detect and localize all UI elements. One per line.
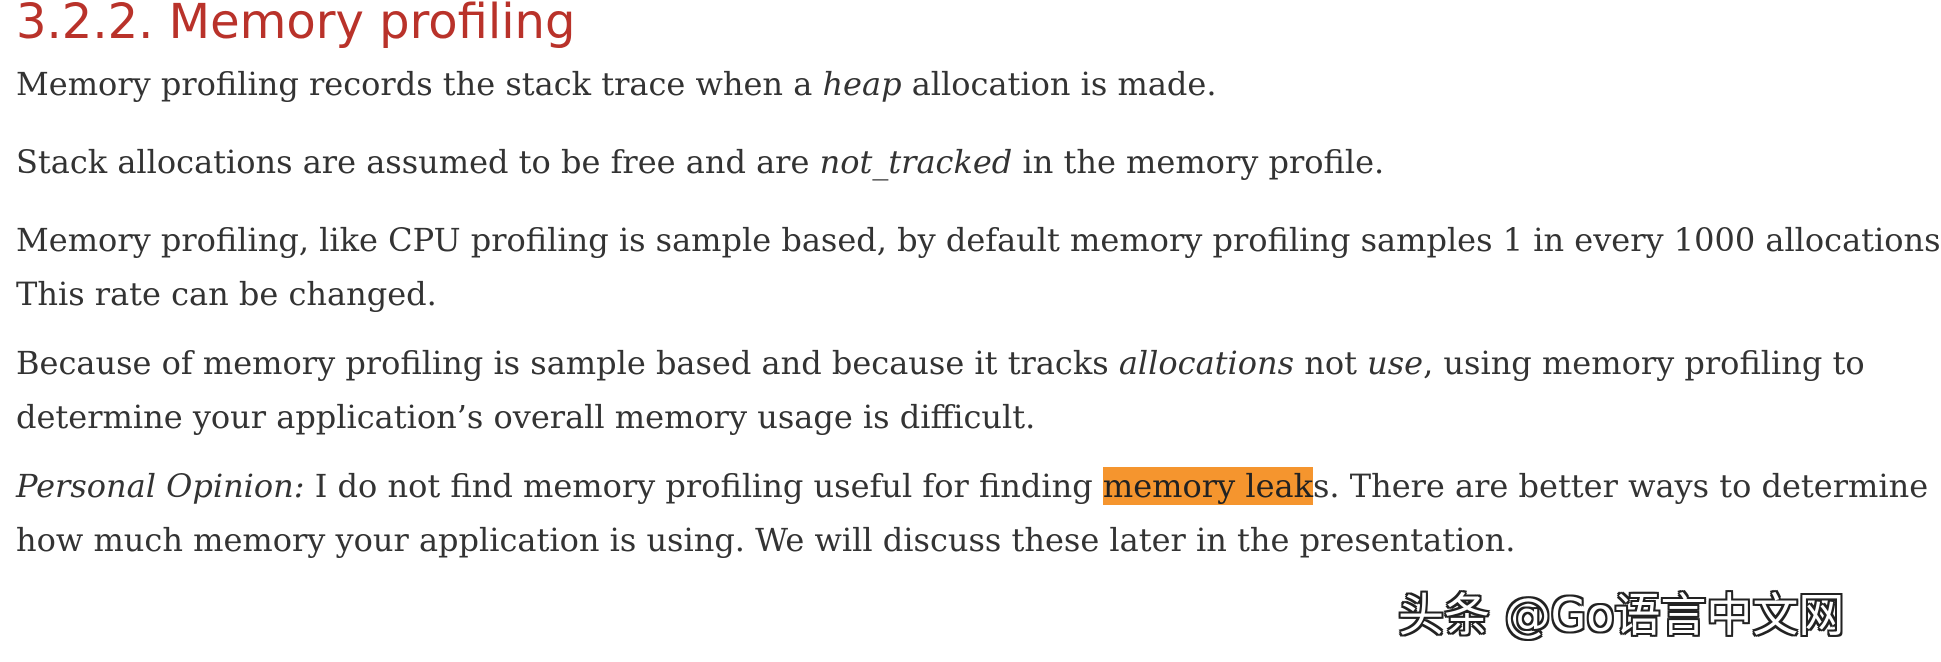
watermark-text: 头条 @Go语言中文网 (1398, 588, 1845, 642)
emphasis-not-tracked: not_tracked (819, 143, 1013, 181)
text-run: in the memory profile. (1012, 143, 1385, 181)
paragraph-line: Memory profiling, like CPU profiling is … (16, 221, 1941, 259)
text-run: not (1294, 344, 1368, 382)
paragraph-line: Personal Opinion: I do not find memory p… (16, 459, 1928, 513)
text-run: allocation is made. (901, 65, 1217, 103)
emphasis-heap: heap (822, 65, 902, 103)
text-run: , using memory profiling to (1423, 344, 1865, 382)
paragraph-line: determine your application’s overall mem… (16, 398, 1036, 436)
emphasis-use: use (1367, 344, 1424, 382)
paragraph-line: how much memory your application is usin… (16, 521, 1516, 559)
text-run: s. There are better ways to determine (1312, 467, 1929, 505)
paragraph-personal-opinion: Personal Opinion: I do not find memory p… (16, 459, 1928, 567)
paragraph-line: Memory profiling records the stack trace… (16, 57, 1217, 111)
text-run: I do not find memory profiling useful fo… (304, 467, 1103, 505)
search-highlight: memory leak (1102, 467, 1313, 505)
paragraph-overall-usage: Because of memory profiling is sample ba… (16, 336, 1865, 444)
document-page: 3.2.2. Memory profiling Memory profiling… (16, 0, 1941, 642)
paragraph-sample-rate: Memory profiling, like CPU profiling is … (16, 213, 1941, 321)
text-run: Stack allocations are assumed to be free… (16, 143, 820, 181)
paragraph-heap-allocation: Memory profiling records the stack trace… (16, 57, 1217, 111)
section-heading: 3.2.2. Memory profiling (16, 0, 576, 50)
paragraph-line: Because of memory profiling is sample ba… (16, 336, 1865, 390)
paragraph-line: Stack allocations are assumed to be free… (16, 135, 1384, 189)
text-run: Memory profiling records the stack trace… (16, 65, 823, 103)
text-run: Because of memory profiling is sample ba… (16, 344, 1119, 382)
emphasis-allocations: allocations (1118, 344, 1295, 382)
paragraph-line: This rate can be changed. (16, 275, 437, 313)
paragraph-stack-allocations: Stack allocations are assumed to be free… (16, 135, 1384, 189)
emphasis-personal-opinion: Personal Opinion: (16, 467, 305, 505)
